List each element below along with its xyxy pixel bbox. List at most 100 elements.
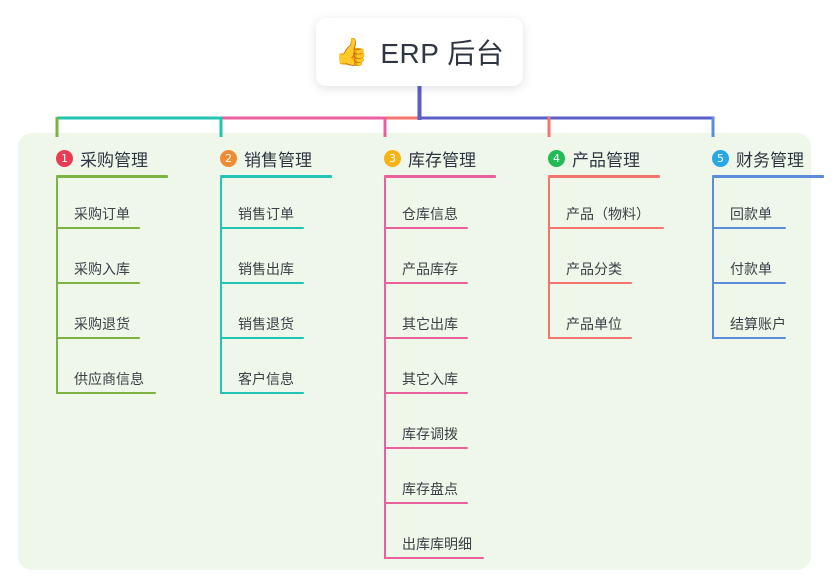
leaf-item[interactable]: 供应商信息 <box>36 343 168 398</box>
leaf-label: 采购入库 <box>74 261 130 277</box>
leaf-underline <box>220 392 304 394</box>
branch-underline <box>548 175 660 178</box>
leaf-list: 销售订单销售出库销售退货客户信息 <box>200 178 332 398</box>
branch-header[interactable]: 3 库存管理 <box>364 145 496 171</box>
leaf-label: 采购订单 <box>74 206 130 222</box>
leaf-item[interactable]: 库存盘点 <box>364 453 496 508</box>
branch-number-badge: 3 <box>384 149 401 167</box>
branch-underline <box>56 175 168 178</box>
leaf-underline <box>712 282 786 284</box>
branches-panel <box>18 133 811 570</box>
leaf-item[interactable]: 产品（物料） <box>528 178 664 233</box>
leaf-underline <box>384 557 484 559</box>
branch-header[interactable]: 1 采购管理 <box>36 145 168 171</box>
branch-2[interactable]: 2 销售管理销售订单销售出库销售退货客户信息 <box>200 145 332 398</box>
leaf-underline <box>56 227 140 229</box>
branch-header[interactable]: 2 销售管理 <box>200 145 332 171</box>
branch-header[interactable]: 4 产品管理 <box>528 145 660 171</box>
branch-4[interactable]: 4 产品管理产品（物料） 产品分类产品单位 <box>528 145 664 343</box>
leaf-item[interactable]: 销售出库 <box>200 233 332 288</box>
leaf-item[interactable]: 产品单位 <box>528 288 660 343</box>
leaf-label: 采购退货 <box>74 316 130 332</box>
root-title: ERP 后台 <box>380 38 505 69</box>
leaf-label: 库存盘点 <box>402 481 458 497</box>
leaf-item[interactable]: 采购入库 <box>36 233 168 288</box>
leaf-item[interactable]: 仓库信息 <box>364 178 496 233</box>
leaf-list: 采购订单采购入库采购退货供应商信息 <box>36 178 168 398</box>
leaf-label: 客户信息 <box>238 371 294 387</box>
branch-title: 财务管理 <box>736 150 804 170</box>
branch-number-badge: 1 <box>56 149 73 167</box>
leaf-label: 供应商信息 <box>74 371 144 387</box>
branch-title: 采购管理 <box>80 150 148 170</box>
leaf-underline <box>56 282 140 284</box>
leaf-list: 仓库信息产品库存其它出库其它入库库存调拨库存盘点出库库明细 <box>364 178 496 563</box>
leaf-underline <box>384 447 468 449</box>
branch-spine <box>56 178 58 394</box>
branch-number-badge: 4 <box>548 149 565 167</box>
branch-spine <box>384 178 386 559</box>
leaf-list: 产品（物料） 产品分类产品单位 <box>528 178 664 343</box>
leaf-item[interactable]: 产品库存 <box>364 233 496 288</box>
leaf-label: 产品（物料） <box>566 206 650 222</box>
leaf-label: 产品单位 <box>566 316 622 332</box>
branch-5[interactable]: 5 财务管理回款单付款单结算账户 <box>692 145 824 343</box>
leaf-underline <box>220 282 304 284</box>
leaf-underline <box>220 337 304 339</box>
thumbs-up-emoji: 👍 <box>334 36 369 67</box>
branch-title: 产品管理 <box>572 150 640 170</box>
leaf-item[interactable]: 出库库明细 <box>364 508 496 563</box>
branch-underline <box>220 175 332 178</box>
leaf-underline <box>548 282 632 284</box>
branch-number-badge: 2 <box>220 149 237 167</box>
branch-spine <box>712 178 714 339</box>
leaf-label: 产品库存 <box>402 261 458 277</box>
leaf-item[interactable]: 客户信息 <box>200 343 332 398</box>
leaf-underline <box>220 227 304 229</box>
leaf-item[interactable]: 库存调拨 <box>364 398 496 453</box>
leaf-underline <box>712 227 786 229</box>
leaf-item[interactable]: 销售订单 <box>200 178 332 233</box>
leaf-underline <box>384 337 468 339</box>
leaf-label: 销售订单 <box>238 206 294 222</box>
leaf-item[interactable]: 产品分类 <box>528 233 660 288</box>
leaf-underline <box>548 337 632 339</box>
leaf-label: 库存调拨 <box>402 426 458 442</box>
branch-1[interactable]: 1 采购管理采购订单采购入库采购退货供应商信息 <box>36 145 168 398</box>
leaf-underline <box>384 502 468 504</box>
leaf-item[interactable]: 销售退货 <box>200 288 332 343</box>
leaf-item[interactable]: 采购退货 <box>36 288 168 343</box>
leaf-label: 产品分类 <box>566 261 622 277</box>
leaf-underline <box>384 392 468 394</box>
leaf-label: 出库库明细 <box>402 536 472 552</box>
branch-title: 销售管理 <box>244 150 312 170</box>
leaf-label: 销售退货 <box>238 316 294 332</box>
leaf-label: 付款单 <box>730 261 772 277</box>
leaf-label: 其它出库 <box>402 316 458 332</box>
leaf-label: 仓库信息 <box>402 206 458 222</box>
leaf-label: 其它入库 <box>402 371 458 387</box>
leaf-underline <box>712 337 786 339</box>
leaf-label: 结算账户 <box>730 316 786 332</box>
branch-underline <box>712 175 824 178</box>
leaf-item[interactable]: 付款单 <box>692 233 824 288</box>
leaf-item[interactable]: 结算账户 <box>692 288 824 343</box>
leaf-item[interactable]: 采购订单 <box>36 178 168 233</box>
branch-spine <box>220 178 222 394</box>
leaf-underline <box>384 227 468 229</box>
branch-title: 库存管理 <box>408 150 476 170</box>
leaf-underline <box>56 337 140 339</box>
branch-number-badge: 5 <box>712 149 729 167</box>
root-node[interactable]: 👍 ERP 后台 <box>316 18 523 86</box>
branch-header[interactable]: 5 财务管理 <box>692 145 824 171</box>
branch-underline <box>384 175 496 178</box>
leaf-list: 回款单付款单结算账户 <box>692 178 824 343</box>
leaf-label: 回款单 <box>730 206 772 222</box>
leaf-item[interactable]: 其它入库 <box>364 343 496 398</box>
leaf-item[interactable]: 回款单 <box>692 178 824 233</box>
leaf-underline <box>384 282 468 284</box>
branch-3[interactable]: 3 库存管理仓库信息产品库存其它出库其它入库库存调拨库存盘点出库库明细 <box>364 145 496 563</box>
leaf-label: 销售出库 <box>238 261 294 277</box>
leaf-item[interactable]: 其它出库 <box>364 288 496 343</box>
